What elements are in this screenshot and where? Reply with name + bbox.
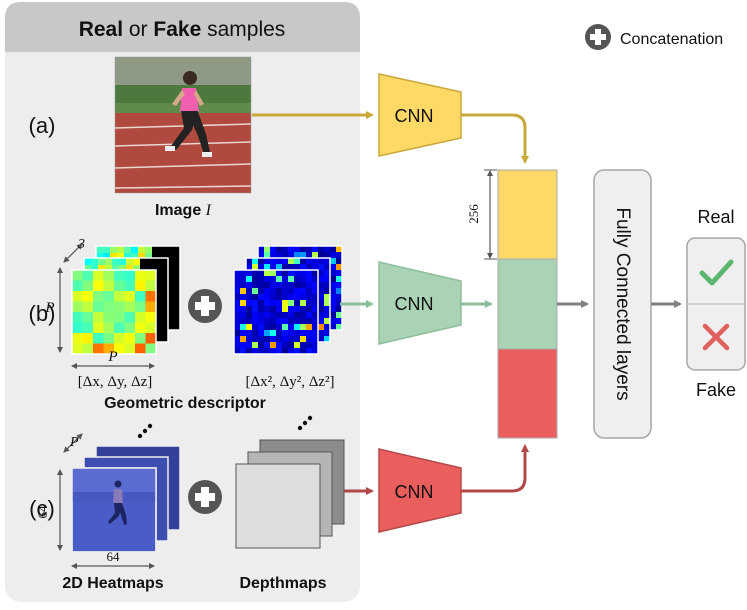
row-label-c: (c): [29, 496, 55, 521]
height-label-b: P: [44, 300, 54, 316]
height-label-c: 64: [35, 505, 50, 519]
cnn-block-mid: CNN: [378, 261, 462, 345]
heatmaps-caption: 2D Heatmaps: [62, 575, 163, 592]
row-label-a: (a): [29, 113, 56, 138]
concat-icon: [585, 24, 611, 50]
concat-icon-b: [188, 289, 222, 323]
cross-icon: [702, 323, 730, 351]
output-box: [686, 237, 746, 371]
cnn-label-bottom: CNN: [395, 482, 434, 502]
check-icon: [699, 259, 734, 286]
cnn-label-mid: CNN: [395, 294, 434, 314]
cnn-block-bottom: CNN: [378, 448, 462, 533]
depthmap-stack: [235, 415, 345, 549]
fc-block: Fully Connected layers: [593, 169, 652, 439]
feature-size-label: 256: [466, 204, 481, 224]
formula-right: [Δx², Δy², Δz²]: [245, 374, 334, 390]
cnn-block-top: CNN: [378, 73, 462, 157]
geometric-descriptor-caption: Geometric descriptor: [104, 395, 266, 412]
feature-segment-maps: [497, 348, 558, 439]
cnn-label-top: CNN: [395, 106, 434, 126]
legend-label: Concatenation: [620, 31, 723, 48]
concat-icon-c: [188, 480, 222, 514]
formula-left: [Δx, Δy, Δz]: [78, 374, 153, 390]
squared-heatmap-stack: [233, 245, 343, 355]
feature-vector: [497, 169, 558, 439]
width-label-b: P: [107, 349, 117, 365]
geometric-heatmap-stack: [71, 245, 181, 355]
output-real-label: Real: [697, 207, 734, 227]
image-caption: Image I: [155, 202, 212, 219]
arrow-cnn-bottom-to-feature: [461, 444, 529, 493]
fc-label: Fully Connected layers: [612, 207, 633, 400]
panel-title: Real or Fake samples: [79, 18, 286, 41]
width-label-c: 64: [107, 549, 121, 564]
depth-label-c: P: [69, 435, 79, 450]
runner-image: [114, 56, 252, 194]
output-fake-label: Fake: [696, 380, 736, 400]
feature-segment-image: [497, 169, 558, 260]
feature-segment-geometric: [497, 258, 558, 350]
heatmap-2d-stack: [71, 423, 181, 553]
row-label-b: (b): [29, 301, 56, 326]
arrow-cnn-top-to-feature: [461, 113, 529, 164]
depth-dimension-arrow-b: [63, 243, 83, 263]
legend: Concatenation: [585, 24, 723, 50]
depthmaps-caption: Depthmaps: [239, 575, 326, 592]
depth-dimension-arrow-c: [63, 433, 83, 453]
depth-label-b: 3: [77, 237, 85, 252]
panel-header: [5, 2, 360, 52]
